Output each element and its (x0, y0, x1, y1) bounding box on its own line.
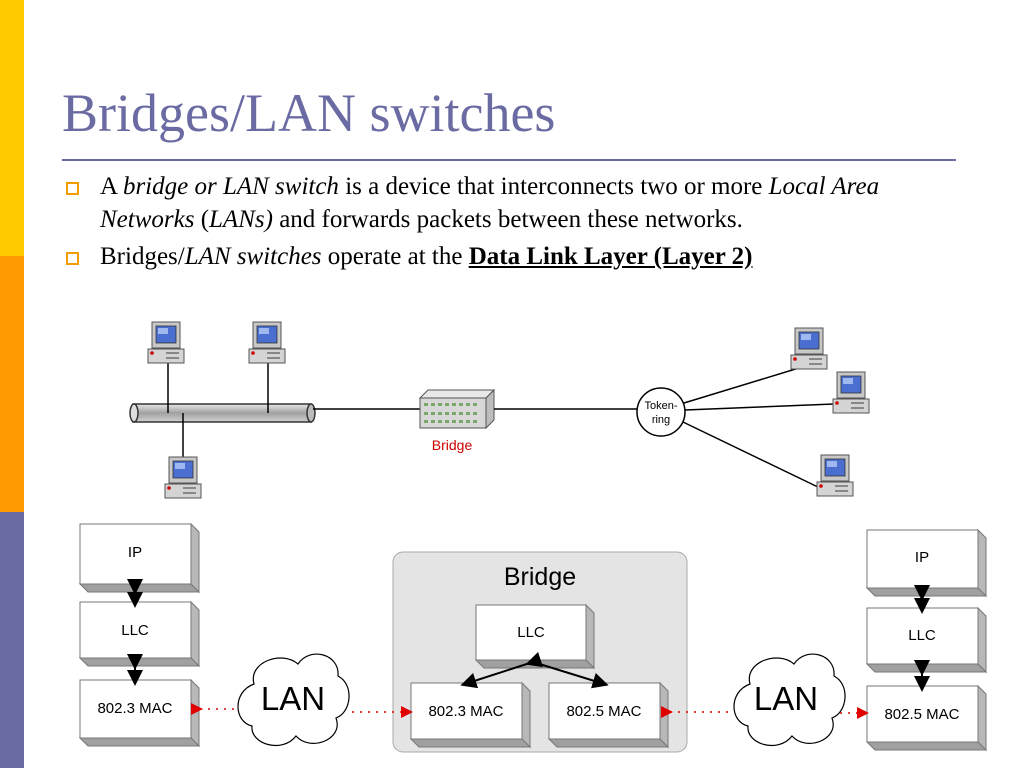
bullet-square-icon (66, 252, 79, 265)
left-mac-label: 802.3 MAC (97, 700, 172, 717)
bridge-label: Bridge (432, 437, 473, 453)
lan-cloud-right (733, 653, 846, 747)
bullet-square-icon (66, 182, 79, 195)
bullet-1-part-1: A (100, 173, 123, 200)
token-ring-icon (636, 387, 686, 437)
lan-cloud-left (237, 653, 350, 747)
bullet-1-part-3: is a device that interconnects two or mo… (338, 173, 769, 200)
bridge-device-icon (418, 388, 496, 430)
lan-left-label: LAN (261, 680, 325, 717)
left-llc-label: LLC (121, 622, 149, 639)
bridge-stack-title: Bridge (504, 563, 576, 591)
bullet-1-part-4: Local Area Networks (100, 173, 880, 233)
bullet-1-part-7: and forwards packets between these netwo… (272, 206, 743, 233)
bullet-1-part-5: ( (194, 206, 210, 233)
bridge-mac-right-label: 802.5 MAC (566, 703, 641, 720)
ethernet-bus-icon (129, 403, 316, 423)
computer-icon (164, 456, 202, 499)
right-llc-label: LLC (908, 627, 936, 644)
right-mac-box (865, 684, 988, 752)
bridge-mac-left-label: 802.3 MAC (428, 703, 503, 720)
link-line (683, 363, 813, 404)
bullet-1-part-6: LANs) (209, 206, 273, 233)
accent-bar-top (0, 0, 24, 256)
computer-icon (816, 454, 854, 497)
bullet-2-part-1: Bridges/ (100, 243, 185, 270)
bullet-2-part-3: operate at the (321, 243, 469, 270)
slide-title: Bridges/LAN switches (62, 83, 556, 143)
right-ip-box (865, 528, 988, 598)
right-llc-box (865, 606, 988, 674)
bullet-2-part-4: Data Link Layer (Layer 2) (468, 243, 753, 270)
stack-arrow (460, 651, 544, 689)
left-mac-box (78, 678, 201, 748)
token-ring-label-2: ring (652, 414, 670, 426)
computer-icon (790, 327, 828, 370)
right-ip-label: IP (915, 549, 929, 566)
left-llc-box (78, 600, 201, 668)
accent-bar-middle (0, 256, 24, 512)
title-divider (62, 159, 956, 161)
bridge-mac-left-box (409, 681, 532, 749)
computer-icon (248, 321, 286, 364)
stack-arrow (532, 661, 609, 689)
bullet-list: A bridge or LAN switch is a device that … (66, 170, 946, 277)
computer-icon (832, 371, 870, 414)
bullet-2-part-2: LAN switches (184, 243, 322, 270)
bridge-mac-right-box (547, 681, 670, 749)
lan-right-label: LAN (754, 680, 818, 717)
bridge-llc-label: LLC (517, 624, 545, 641)
link-line (684, 403, 835, 411)
accent-bar-bottom (0, 512, 24, 768)
right-mac-label: 802.5 MAC (884, 706, 959, 723)
token-ring-label-1: Token- (644, 400, 677, 412)
bullet-item-1: A bridge or LAN switch is a device that … (66, 170, 946, 236)
bullet-item-2: Bridges/LAN switches operate at the Data… (66, 240, 946, 273)
link-line (682, 421, 821, 489)
computer-icon (147, 321, 185, 364)
left-ip-label: IP (128, 544, 142, 561)
bullet-1-part-2: bridge or LAN switch (122, 173, 339, 200)
